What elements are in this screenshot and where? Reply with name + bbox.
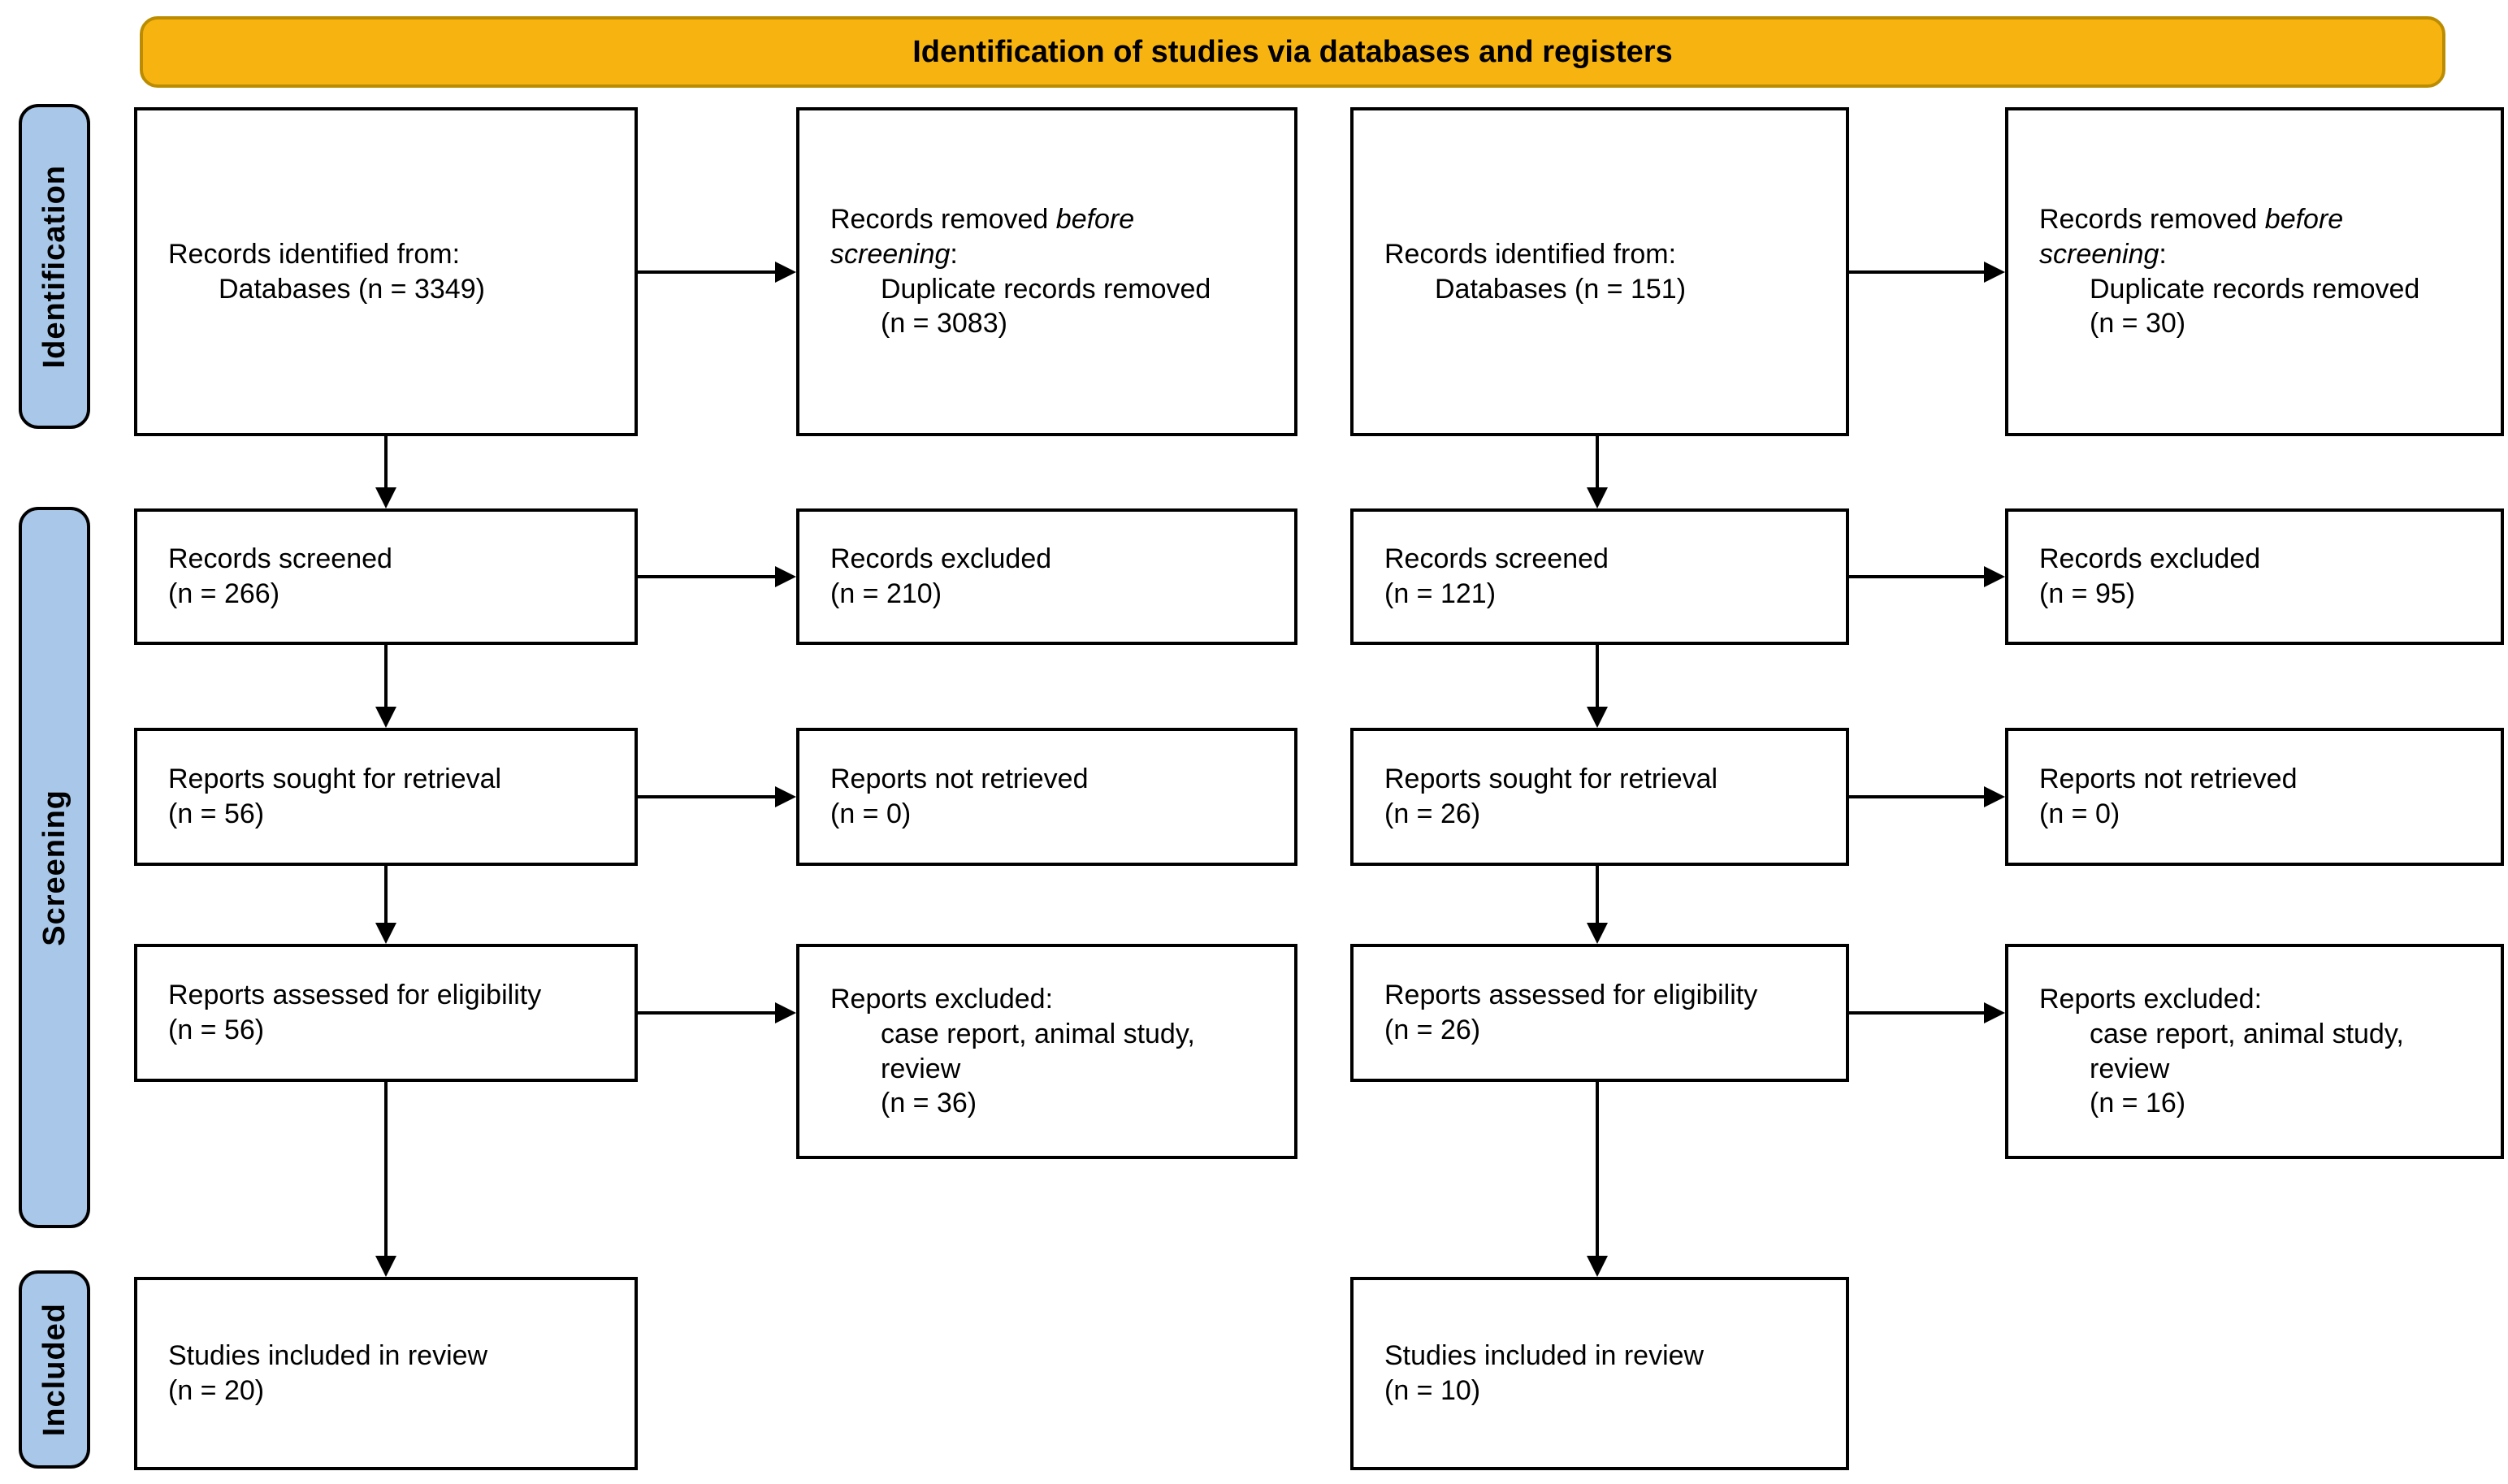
box-f1-reports-not-retrieved: Reports not retrieved(n = 0) bbox=[796, 728, 1297, 866]
stage-bar-identification: Identification bbox=[19, 104, 90, 429]
box-text-line: Studies included in review bbox=[168, 1340, 488, 1372]
stage-label-identification: Identification bbox=[37, 164, 71, 369]
banner-title: Identification of studies via databases … bbox=[912, 34, 1673, 69]
box-text-line: screening: bbox=[830, 238, 958, 270]
box-f2-reports-sought: Reports sought for retrieval(n = 26) bbox=[1350, 728, 1849, 866]
box-f2-reports-not-retrieved: Reports not retrieved(n = 0) bbox=[2005, 728, 2504, 866]
box-text-line: Databases (n = 3349) bbox=[219, 273, 485, 305]
box-text-line: (n = 95) bbox=[2039, 578, 2136, 609]
box-f1-records-identified: Records identified from:Databases (n = 3… bbox=[134, 107, 638, 436]
arrow-f1-assessed-to-excluded bbox=[638, 1002, 796, 1023]
stage-bar-screening: Screening bbox=[19, 507, 90, 1228]
banner: Identification of studies via databases … bbox=[140, 16, 2445, 88]
arrow-f2-sought-to-not-retrieved bbox=[1849, 786, 2005, 807]
arrow-f1-identified-to-screened bbox=[375, 436, 396, 508]
box-text-line: Reports assessed for eligibility bbox=[1384, 980, 1758, 1011]
arrow-f1-sought-to-assessed bbox=[375, 866, 396, 944]
box-f1-reports-assessed: Reports assessed for eligibility (n = 56) bbox=[134, 944, 638, 1082]
box-text-line: Records removed before bbox=[830, 203, 1135, 235]
stage-label-included: Included bbox=[37, 1302, 71, 1437]
box-f1-records-excluded: Records excluded(n = 210) bbox=[796, 508, 1297, 645]
box-text-line: (n = 36) bbox=[881, 1088, 977, 1119]
box-text-line: review bbox=[2090, 1053, 2170, 1084]
box-f2-reports-excluded: Reports excluded:case report, animal stu… bbox=[2005, 944, 2504, 1159]
box-text-line: (n = 10) bbox=[1384, 1375, 1481, 1406]
box-text-line: (n = 26) bbox=[1384, 1015, 1481, 1045]
box-text-line: (n = 20) bbox=[168, 1375, 265, 1406]
box-text-line: Records identified from: bbox=[168, 238, 461, 270]
arrow-f1-screened-to-excluded bbox=[638, 566, 796, 587]
box-text-line: (n = 56) bbox=[168, 1015, 265, 1045]
box-text-line: (n = 56) bbox=[168, 798, 265, 829]
box-text-line: Reports sought for retrieval bbox=[168, 764, 502, 795]
box-text-line: Reports excluded: bbox=[830, 983, 1054, 1015]
arrow-f1-sought-to-not-retrieved bbox=[638, 786, 796, 807]
arrow-f2-assessed-to-excluded bbox=[1849, 1002, 2005, 1023]
stage-bar-included: Included bbox=[19, 1270, 90, 1469]
box-text-line: Duplicate records removed bbox=[2090, 273, 2420, 305]
box-text-line: Reports not retrieved bbox=[2039, 764, 2298, 795]
box-text-line: (n = 26) bbox=[1384, 798, 1481, 829]
arrow-f1-assessed-to-included bbox=[375, 1082, 396, 1277]
arrow-f2-screened-to-excluded bbox=[1849, 566, 2005, 587]
box-text-line: Reports assessed for eligibility bbox=[168, 980, 542, 1011]
box-text-line: Reports excluded: bbox=[2039, 983, 2263, 1015]
box-f2-reports-assessed: Reports assessed for eligibility (n = 26) bbox=[1350, 944, 1849, 1082]
box-text-line: Records excluded bbox=[830, 543, 1052, 575]
box-text-line: Studies included in review bbox=[1384, 1340, 1704, 1372]
box-text-line: (n = 266) bbox=[168, 578, 280, 609]
arrow-f1-screened-to-sought bbox=[375, 645, 396, 728]
box-text-line: Databases (n = 151) bbox=[1435, 273, 1687, 305]
box-f2-records-screened: Records screened(n = 121) bbox=[1350, 508, 1849, 645]
box-text-line: Reports sought for retrieval bbox=[1384, 764, 1718, 795]
box-f2-records-identified: Records identified from:Databases (n = 1… bbox=[1350, 107, 1849, 436]
box-text-line: review bbox=[881, 1053, 961, 1084]
box-f1-records-screened: Records screened(n = 266) bbox=[134, 508, 638, 645]
box-f1-studies-included: Studies included in review(n = 20) bbox=[134, 1277, 638, 1470]
arrow-f2-sought-to-assessed bbox=[1587, 866, 1608, 944]
box-text-line: Records identified from: bbox=[1384, 238, 1677, 270]
arrow-f2-identified-to-removed bbox=[1849, 262, 2005, 283]
box-text-line: (n = 30) bbox=[2090, 308, 2186, 340]
box-f1-reports-sought: Reports sought for retrieval(n = 56) bbox=[134, 728, 638, 866]
arrow-f2-screened-to-sought bbox=[1587, 645, 1608, 728]
box-text-line: (n = 0) bbox=[2039, 798, 2120, 829]
box-text-line: case report, animal study, bbox=[2090, 1018, 2404, 1049]
arrow-f1-identified-to-removed bbox=[638, 262, 796, 283]
box-text-line: Records removed before bbox=[2039, 203, 2344, 235]
box-f2-records-excluded: Records excluded(n = 95) bbox=[2005, 508, 2504, 645]
box-text-line: screening: bbox=[2039, 238, 2167, 270]
box-text-line: (n = 210) bbox=[830, 578, 942, 609]
box-text-line: case report, animal study, bbox=[881, 1018, 1195, 1049]
box-text-line: Records excluded bbox=[2039, 543, 2261, 575]
stage-label-screening: Screening bbox=[37, 789, 71, 946]
arrow-f2-assessed-to-included bbox=[1587, 1082, 1608, 1277]
box-text-line: (n = 0) bbox=[830, 798, 912, 829]
box-text-line: Records screened bbox=[168, 543, 392, 575]
box-text-line: Records screened bbox=[1384, 543, 1609, 575]
box-text-line: Reports not retrieved bbox=[830, 764, 1089, 795]
box-text-line: Duplicate records removed bbox=[881, 273, 1211, 305]
box-f2-studies-included: Studies included in review(n = 10) bbox=[1350, 1277, 1849, 1470]
box-text-line: (n = 3083) bbox=[881, 308, 1007, 340]
arrow-f2-identified-to-screened bbox=[1587, 436, 1608, 508]
box-text-line: (n = 121) bbox=[1384, 578, 1497, 609]
box-f1-reports-excluded: Reports excluded:case report, animal stu… bbox=[796, 944, 1297, 1159]
box-text-line: (n = 16) bbox=[2090, 1088, 2186, 1119]
